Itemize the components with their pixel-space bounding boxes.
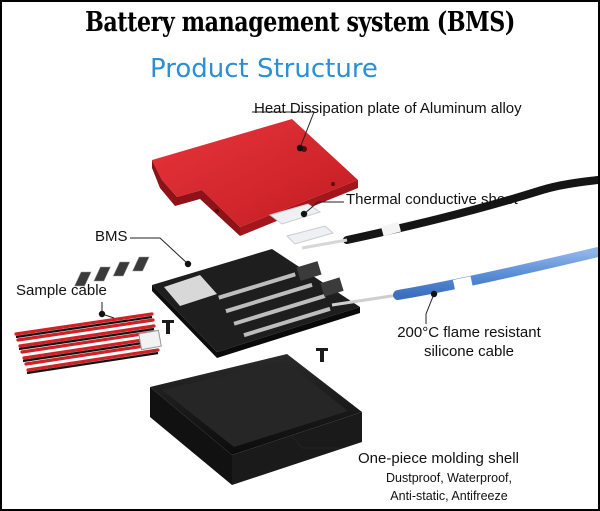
- heat-dissipation-plate: [152, 119, 358, 236]
- label-sample-cable: Sample cable: [16, 282, 107, 299]
- thermal-conductive-sheets: [268, 203, 335, 245]
- label-silicone-cable-1: 200°C flame resistant: [397, 324, 541, 341]
- leader-lines: [101, 111, 435, 449]
- label-bms: BMS: [95, 228, 128, 245]
- sample-cable-bundle: [14, 312, 162, 375]
- label-silicone-cable-2: silicone cable: [423, 343, 515, 360]
- page-title: Battery management system (BMS): [85, 7, 515, 38]
- molding-shell: [150, 354, 362, 485]
- diagram-subtitle: Product Structure: [150, 54, 378, 84]
- label-shell-features-2: Anti-static, Antifreeze: [390, 489, 508, 503]
- label-shell: One-piece molding shell: [358, 450, 519, 467]
- label-heat-plate: Heat Dissipation plate of Aluminum alloy: [254, 100, 522, 117]
- bms-board: [74, 249, 360, 358]
- silicone-cable: [331, 247, 598, 307]
- label-thermal-sheet: Thermal conductive sheet: [346, 191, 518, 208]
- label-shell-features-1: Dustproof, Waterproof,: [386, 471, 512, 485]
- black-cable: [301, 176, 598, 250]
